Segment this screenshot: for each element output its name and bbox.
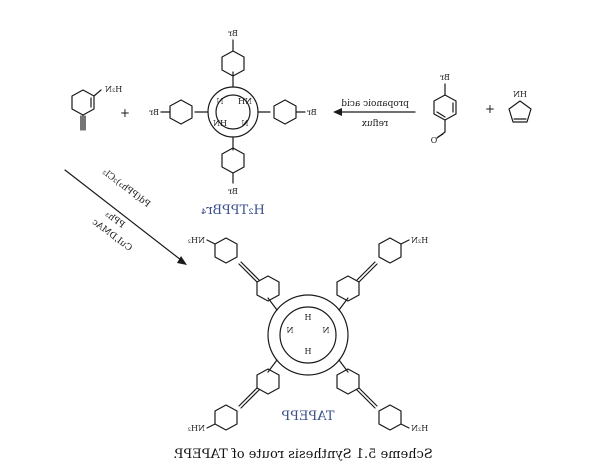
bromine-label: Br <box>440 73 450 82</box>
pyrrole-structure: HN <box>508 90 532 123</box>
br-top-label: Br <box>228 29 238 38</box>
step1-reagent-bottom: reflux <box>362 119 389 129</box>
br-left-label: Br <box>307 108 317 117</box>
product-nh2-top-left: H₂N <box>411 236 428 245</box>
pyrrole-nh-label: HN <box>513 90 527 99</box>
n-label-b: N <box>242 119 249 128</box>
product-nh2-bottom-left: H₂N <box>411 424 428 433</box>
plus-sign-2: + <box>120 106 130 120</box>
ethynylaniline-structure: H₂N <box>71 85 122 131</box>
br-bottom-label: Br <box>228 187 238 196</box>
bromobenzaldehyde-structure: Br O <box>430 73 457 145</box>
reaction-arrow-step1 <box>333 108 416 116</box>
n-label-a: N <box>217 97 224 106</box>
product-n-label-2: N <box>287 326 294 335</box>
product-nh2-bottom-right: NH₂ <box>188 424 205 433</box>
step1-reagent-top: propanoic acid <box>341 99 409 109</box>
nh-label-a: NH <box>238 97 252 106</box>
product-nh2-top-right: NH₂ <box>188 236 205 245</box>
scheme-caption: Scheme 5.1 Synthesis route of TAPEPP. <box>173 447 433 462</box>
oxygen-label: O <box>430 136 437 145</box>
hn-label-a: HN <box>213 119 227 128</box>
product-h-top: H <box>304 313 311 322</box>
plus-sign-1: + <box>485 102 495 116</box>
tapepp-structure: H₂N NH₂ H₂N NH₂ N N H H <box>188 236 428 433</box>
reaction-arrow-step2 <box>64 169 187 265</box>
product-n-label: N <box>323 326 330 335</box>
product-h-bottom: H <box>304 347 311 356</box>
br-right-label: Br <box>149 108 159 117</box>
aniline-nh2-label: H₂N <box>105 85 122 94</box>
h2tppbr4-structure: Br Br Br Br NH N N HN <box>149 29 317 196</box>
intermediate-label: H₂TPPBr₄ <box>201 203 265 218</box>
product-label: TAPEPP <box>281 409 334 424</box>
